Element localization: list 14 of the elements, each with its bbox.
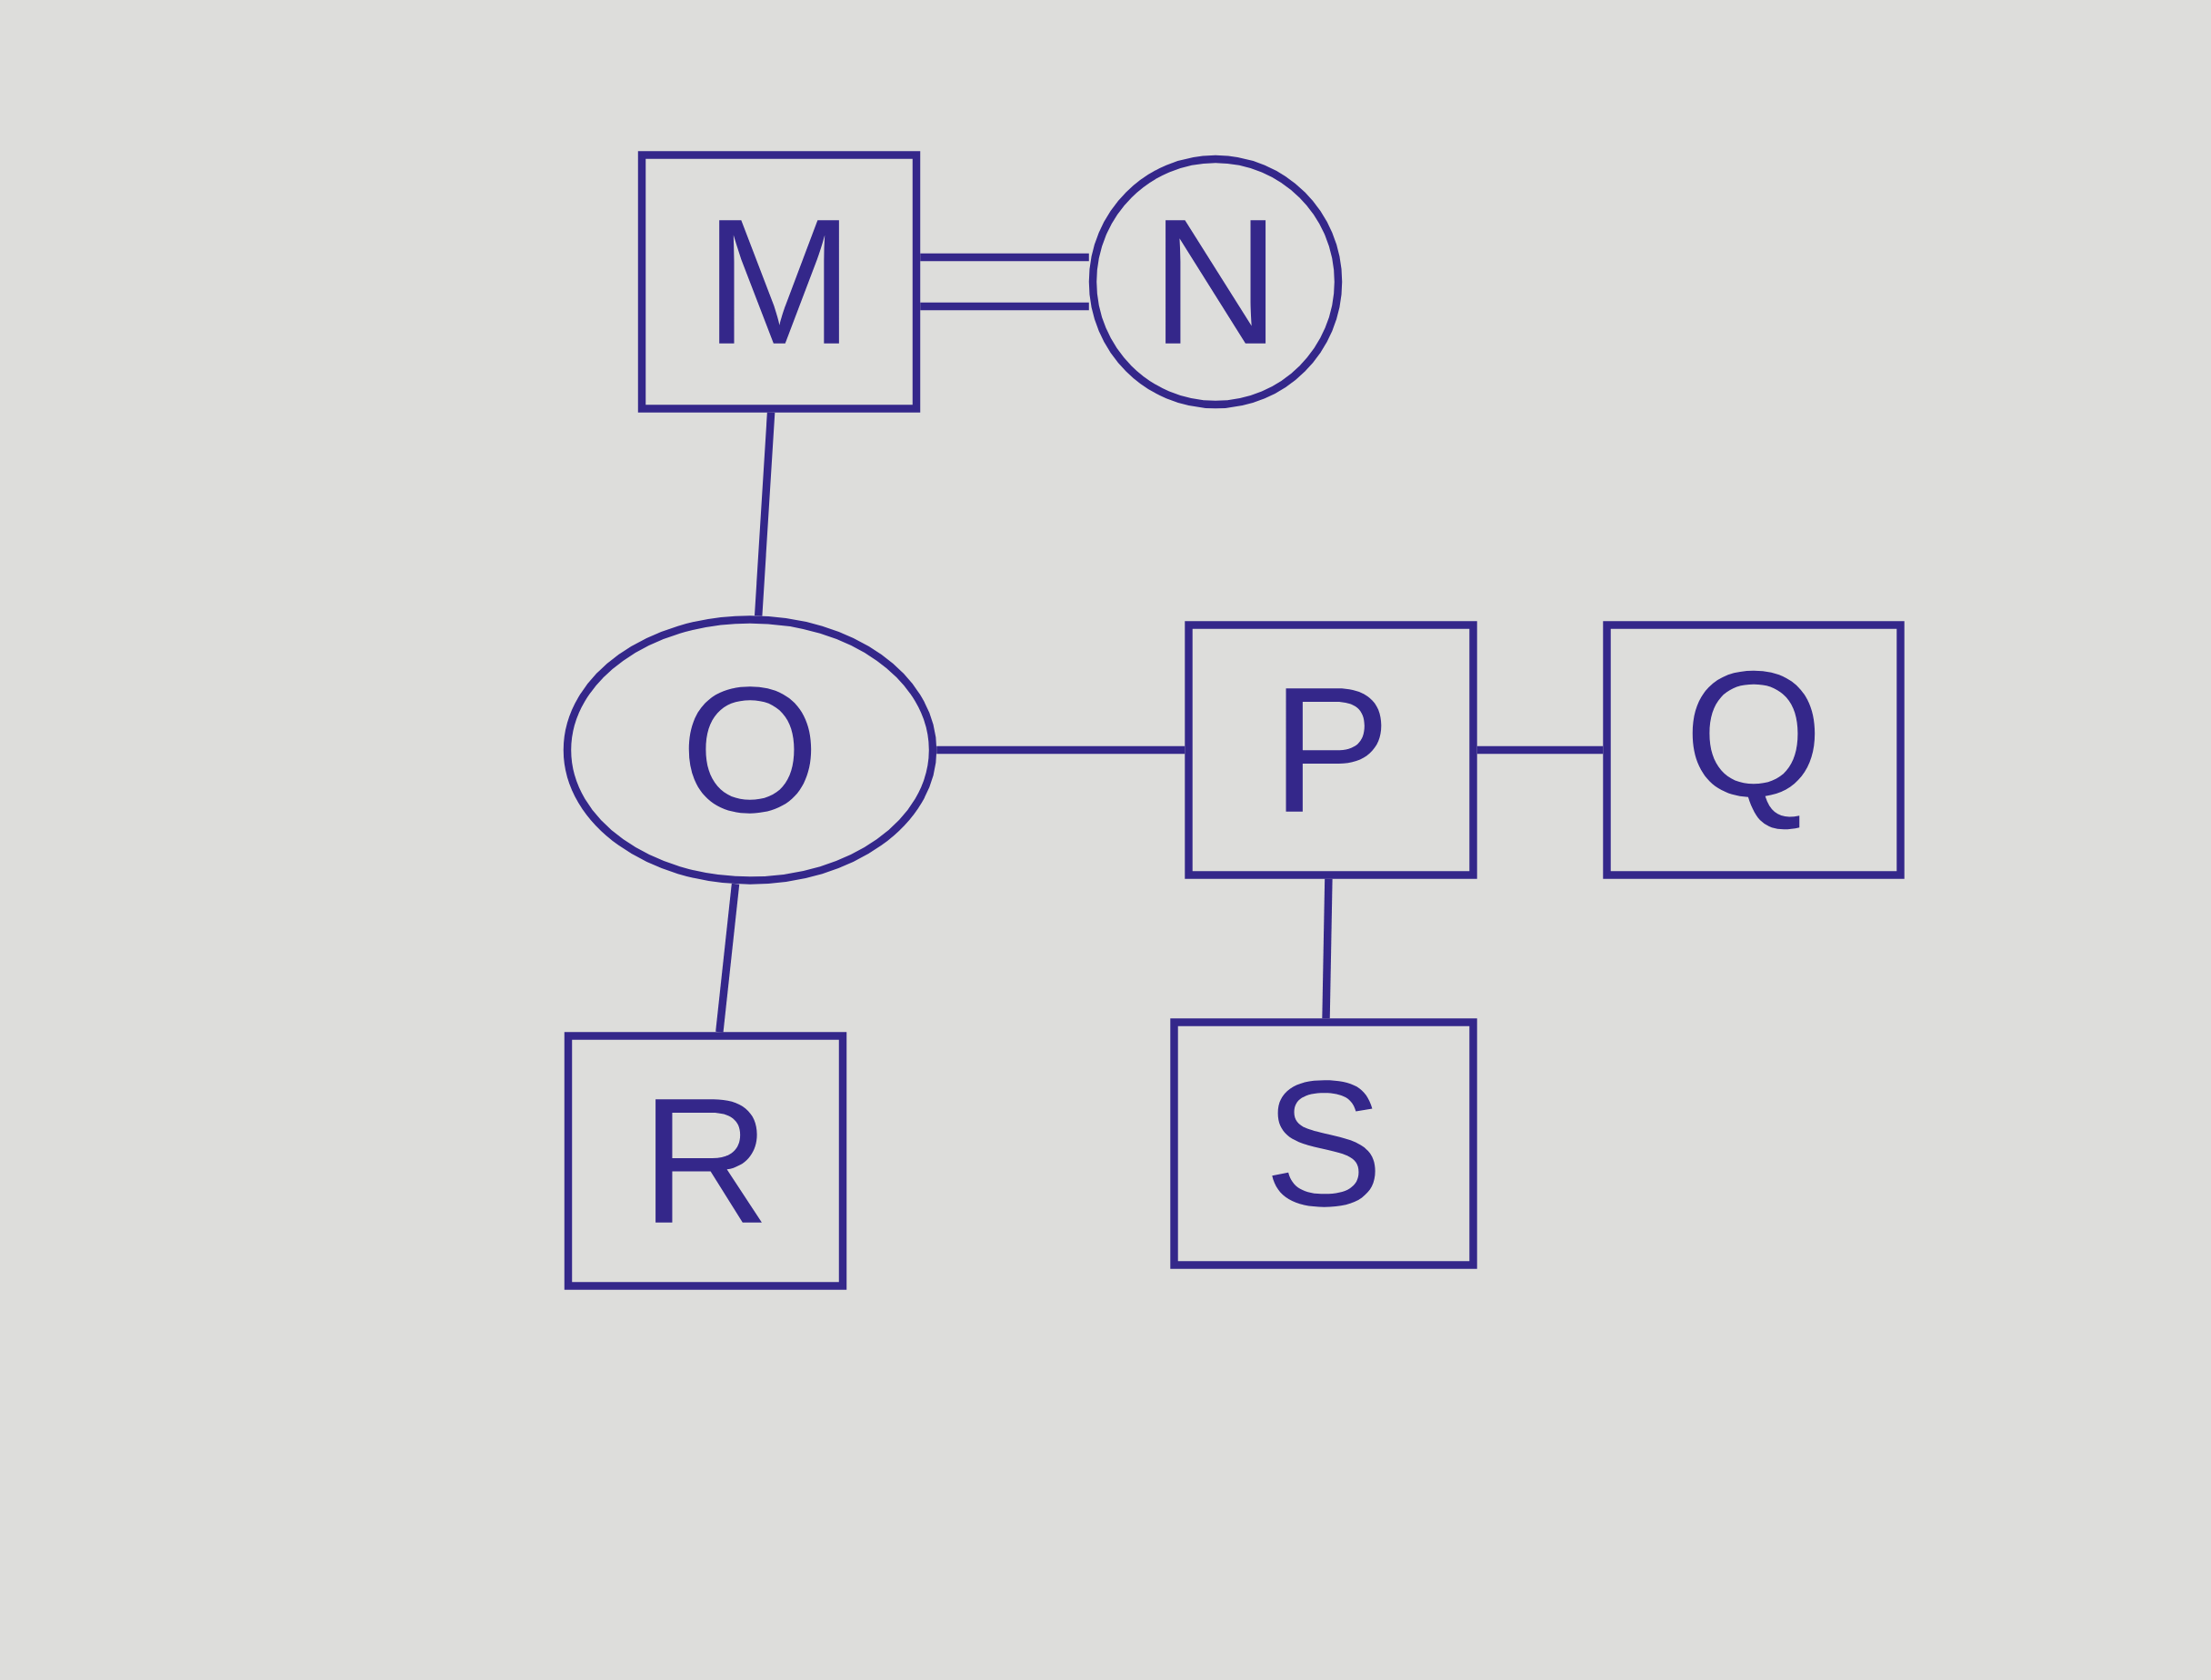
ellipse-node: O: [563, 615, 937, 885]
connector-line: [715, 883, 740, 1033]
square-node: R: [564, 1032, 847, 1290]
connector-line: [920, 302, 1089, 311]
connector-line: [1476, 745, 1604, 755]
square-node: P: [1185, 621, 1477, 879]
square-node: M: [637, 151, 921, 413]
connector-line: [920, 253, 1089, 262]
square-node: S: [1170, 1018, 1477, 1269]
connector-line: [1322, 878, 1333, 1019]
connector-line: [936, 745, 1186, 755]
circle-node: N: [1088, 155, 1343, 409]
connector-line: [754, 412, 775, 616]
square-node: Q: [1603, 621, 1905, 879]
